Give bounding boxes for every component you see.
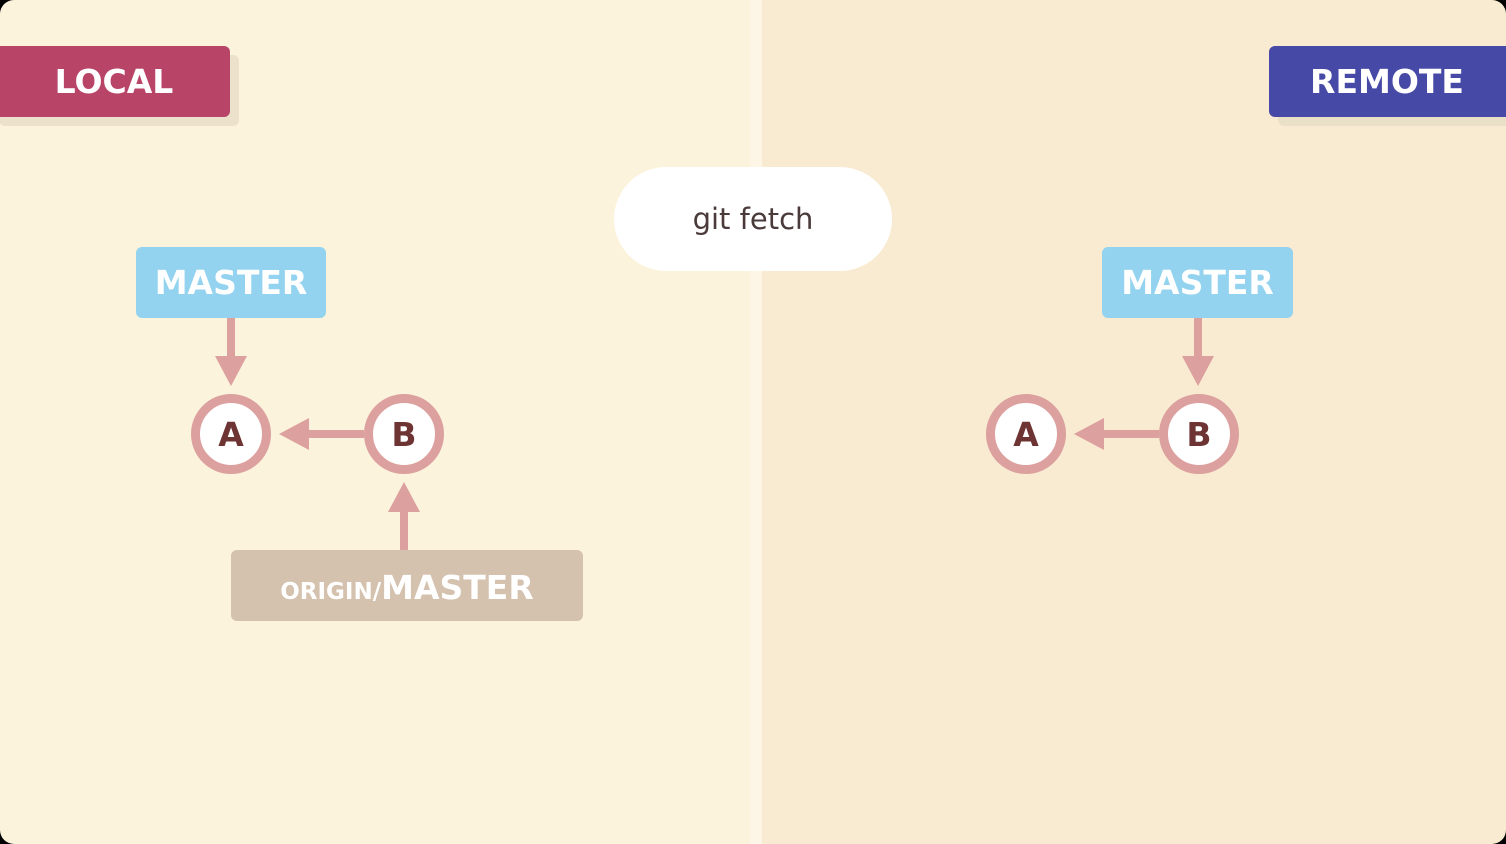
origin-master-pointer: ORIGIN/ MASTER bbox=[231, 550, 583, 621]
remote-label: REMOTE bbox=[1269, 46, 1506, 117]
local-master-pointer: MASTER bbox=[136, 247, 326, 318]
local-commit-a: A bbox=[191, 394, 271, 474]
local-label: LOCAL bbox=[0, 46, 230, 117]
remote-commit-a: A bbox=[986, 394, 1066, 474]
panel-divider bbox=[750, 0, 762, 844]
remote-panel bbox=[762, 0, 1506, 844]
origin-branch-name: MASTER bbox=[381, 568, 534, 607]
local-commit-b: B bbox=[364, 394, 444, 474]
remote-master-pointer: MASTER bbox=[1102, 247, 1293, 318]
command-pill: git fetch bbox=[614, 167, 892, 271]
remote-commit-b: B bbox=[1159, 394, 1239, 474]
command-text: git fetch bbox=[692, 202, 814, 236]
origin-prefix: ORIGIN/ bbox=[280, 579, 382, 605]
